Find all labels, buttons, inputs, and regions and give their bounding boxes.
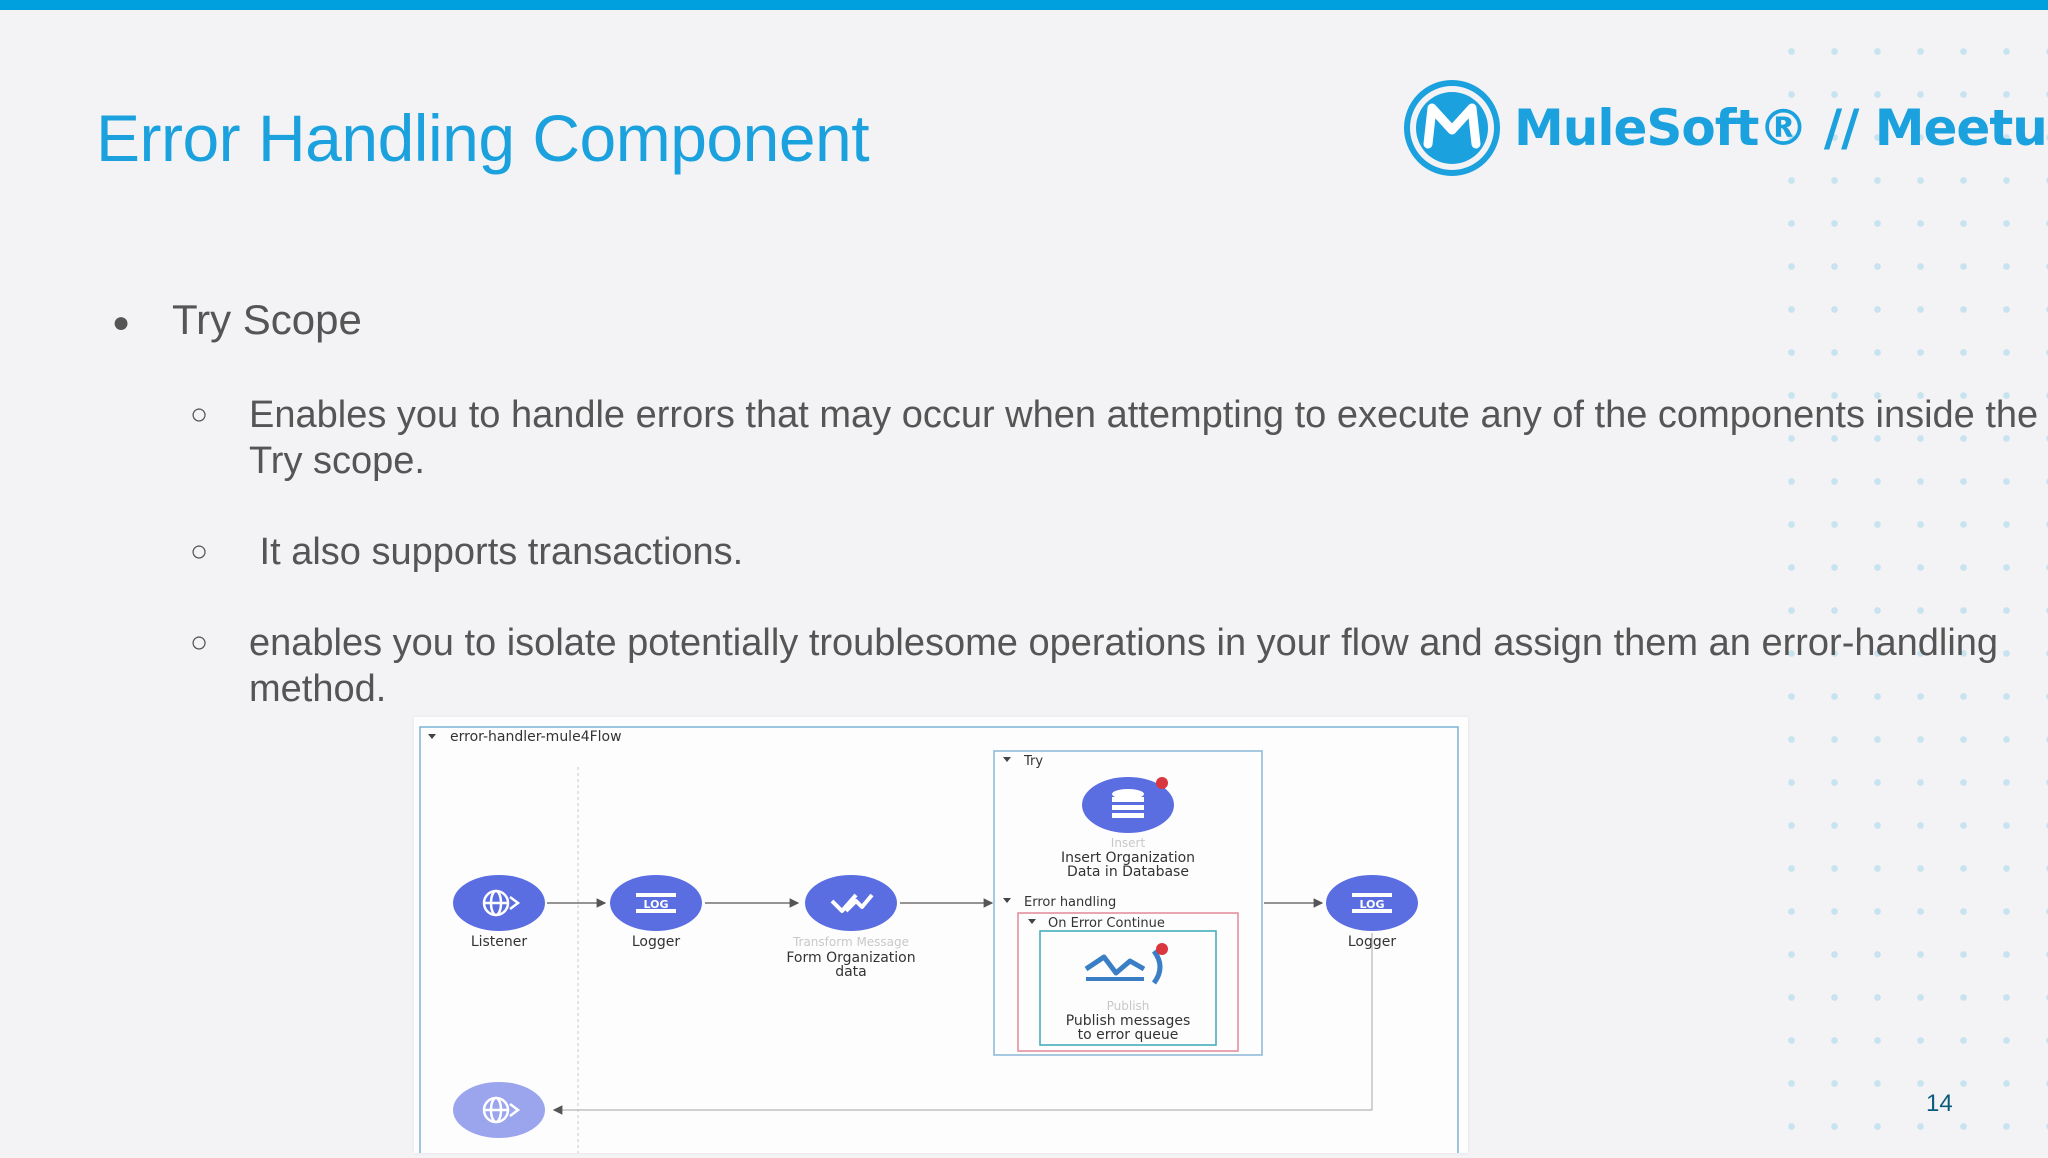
flow-name: error-handler-mule4Flow <box>450 729 622 745</box>
collapse-triangle-icon <box>428 734 436 739</box>
transform-label-2: data <box>835 964 867 980</box>
sub-bullet-text: It also supports transactions. <box>249 531 744 573</box>
sub-bullet-circle-icon: ○ <box>190 398 209 431</box>
mulesoft-meetups-logo: MuleSoft® // Meetups <box>1402 78 2048 178</box>
transform-label-1: Form Organization <box>786 950 915 966</box>
flow-frame <box>419 726 1459 1158</box>
collapse-triangle-icon <box>1003 757 1011 762</box>
transform-type: Transform Message <box>792 935 909 949</box>
sub-bullet-text: Enables you to handle errors that may oc… <box>249 394 2039 482</box>
insert-label-2: Data in Database <box>1067 864 1189 880</box>
logo-text: MuleSoft® // Meetups <box>1514 99 2048 157</box>
svg-text:LOG: LOG <box>1360 898 1385 911</box>
mulesoft-logo-icon <box>1404 80 1500 176</box>
error-handling-label: Error handling <box>1024 895 1116 910</box>
publish-label-1: Publish messages <box>1066 1013 1191 1029</box>
dot-pattern-decoration <box>1770 30 2048 1153</box>
logger-label-1: Logger <box>632 934 681 950</box>
insert-type: Insert <box>1111 836 1146 850</box>
error-badge-icon <box>1156 777 1168 789</box>
flow-diagram-canvas: error-handler-mule4Flow Try Insert Inser… <box>419 726 1459 1158</box>
collapse-triangle-icon <box>1003 898 1011 903</box>
bullet-main: ● Try Scope <box>112 296 362 344</box>
top-accent-bar <box>0 0 2048 10</box>
error-badge-icon <box>1156 943 1168 955</box>
sub-bullet-circle-icon: ○ <box>190 626 209 659</box>
globe-icon <box>482 1096 521 1124</box>
sub-bullet-circle-icon: ○ <box>190 535 209 568</box>
bullet-dot-icon: ● <box>112 305 131 339</box>
on-error-label: On Error Continue <box>1048 916 1165 931</box>
log-icon: LOG <box>636 893 676 913</box>
publish-label-2: to error queue <box>1078 1027 1179 1043</box>
publish-selection-frame <box>1039 930 1217 1046</box>
try-label: Try <box>1023 754 1043 769</box>
flow-arrows <box>547 898 1373 1115</box>
flow-diagram-screenshot: error-handler-mule4Flow Try Insert Inser… <box>414 717 1468 1158</box>
log-icon: LOG <box>1352 893 1392 913</box>
svg-text:LOG: LOG <box>644 898 669 911</box>
database-icon <box>1112 789 1144 818</box>
try-scope-frame <box>993 750 1263 1056</box>
publish-type: Publish <box>1107 999 1150 1013</box>
insert-label-1: Insert Organization <box>1061 850 1195 866</box>
transform-icon <box>830 893 874 913</box>
globe-icon <box>482 889 521 917</box>
sub-bullet-text: enables you to isolate potentially troub… <box>249 622 1999 710</box>
listener-label: Listener <box>471 934 528 950</box>
slide-title: Error Handling Component <box>96 101 870 175</box>
logger-node-1[interactable] <box>610 875 702 931</box>
collapse-triangle-icon <box>1028 919 1036 924</box>
page-number: 14 <box>1926 1090 1953 1117</box>
publish-icon <box>1084 949 1163 985</box>
logger-node-2[interactable] <box>1326 875 1418 931</box>
bullet-main-text: Try Scope <box>172 296 362 343</box>
on-error-continue-frame <box>1017 912 1239 1052</box>
